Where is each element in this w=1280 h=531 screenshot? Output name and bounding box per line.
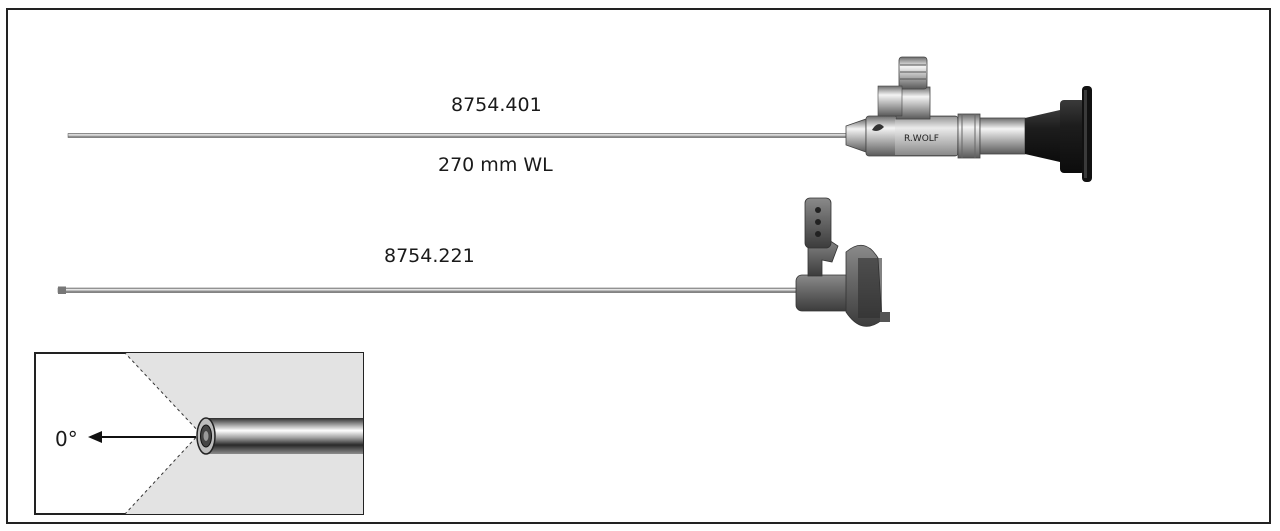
telescope-1-ring — [957, 113, 981, 159]
telescope-2-tip — [58, 286, 66, 294]
telescope-2-body — [795, 274, 853, 312]
telescope-1-flare — [1025, 110, 1060, 162]
instrument-code-1: 8754.401 — [451, 94, 542, 116]
telescope-2-shaft — [57, 287, 799, 293]
view-angle-label: 0° — [55, 427, 78, 451]
brand-engraving: R.WOLF — [904, 134, 939, 144]
telescope-1-grip — [979, 117, 1026, 155]
light-post-connector — [898, 56, 928, 90]
fov-line-lower — [124, 432, 201, 514]
view-direction-arrowhead — [88, 431, 102, 443]
working-length-label: 270 mm WL — [438, 154, 553, 176]
telescope-1-shaft — [67, 133, 847, 138]
telescope-8754-401: R.WOLF — [67, 56, 1092, 182]
fov-line-upper — [124, 353, 201, 434]
instrument-code-2: 8754.221 — [384, 245, 475, 267]
telescope-1-eyepiece — [1060, 100, 1085, 173]
inset-tube — [205, 418, 363, 454]
view-angle-inset — [34, 352, 364, 515]
telescope-1-tip-cone — [845, 118, 867, 153]
telescope-8754-221 — [57, 197, 890, 327]
